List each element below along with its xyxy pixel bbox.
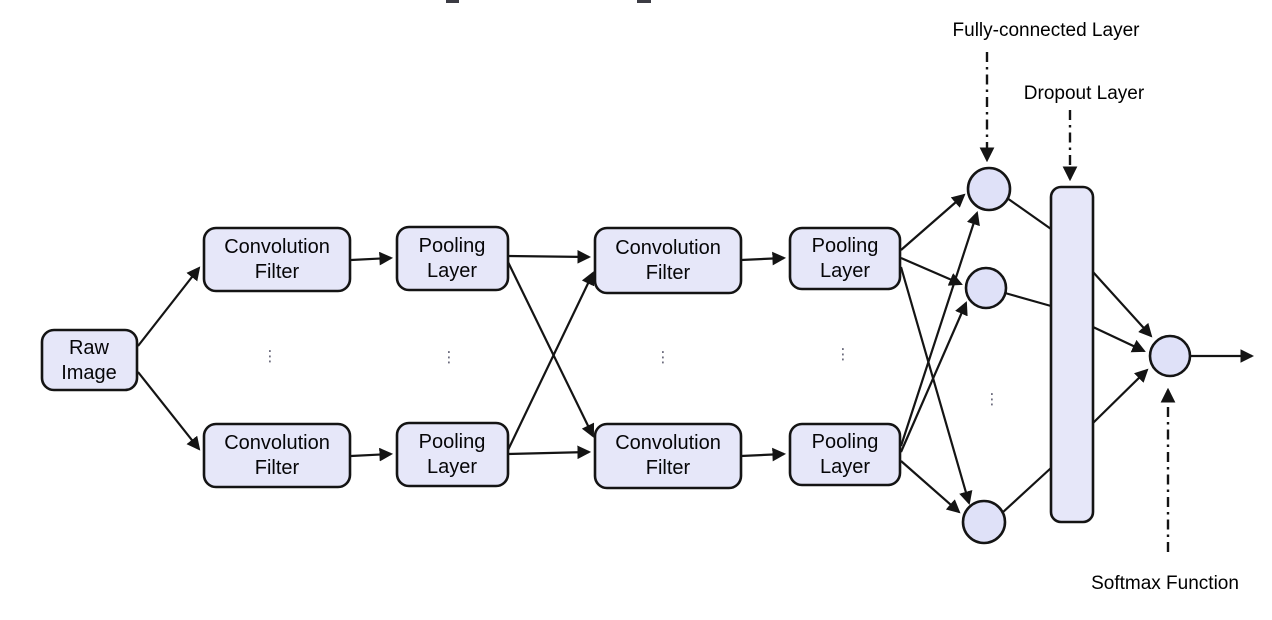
convolution-filter-box [202,422,352,489]
convolution-filter-label-line1: Convolution [615,432,721,454]
convolution-filter-label-line2: Filter [646,262,691,284]
pooling-layer-box [395,225,510,292]
vertical-ellipsis: ⋮ [985,390,1000,408]
pooling-layer-node-bottom1: Pooling Layer [395,421,510,488]
arrow-dropout-to-output-3 [1092,368,1149,424]
arrow-dropout-to-output-2 [1092,326,1146,353]
convolution-filter-label-line2: Filter [255,261,300,283]
pooling-layer-label-line2: Layer [427,260,477,282]
raw-image-box [40,328,139,392]
pooling-layer-node-bottom2: Pooling Layer [788,422,902,487]
pooling-layer-label-line2: Layer [427,456,477,478]
pooling-layer-label-line1: Pooling [812,235,879,257]
convolution-filter-label-line2: Filter [255,457,300,479]
vertical-ellipsis: ⋮ [442,348,457,366]
pooling-layer-node-top2: Pooling Layer [788,226,902,291]
vertical-ellipsis: ⋮ [656,348,671,366]
annotation-dropout-layer: Dropout Layer [1024,83,1145,104]
convolution-filter-node-bottom1: Convolution Filter [202,422,352,489]
convolution-filter-label-line1: Convolution [224,432,330,454]
arrow-pool2top-to-neuron1 [900,193,966,251]
convolution-filter-label-line1: Convolution [615,237,721,259]
arrow-pool1bottom-to-conv2top [507,271,595,451]
arrow-raw-to-conv1-top [137,266,201,347]
pooling-layer-node-top1: Pooling Layer [395,225,510,292]
convolution-filter-box [202,226,352,293]
arrow-conv1-to-pool1-bottom [350,447,394,462]
vertical-ellipsis: ⋮ [263,347,278,365]
raw-image-node: Raw Image [40,328,139,392]
convolution-filter-node-bottom2: Convolution Filter [593,422,743,490]
convolution-filter-node-top2: Convolution Filter [593,226,743,295]
fc-neuron-circle-3 [961,499,1007,545]
raw-image-label-line2: Image [61,362,117,384]
raw-image-label-line1: Raw [69,337,110,359]
line-neuron2-to-dropout [1004,291,1052,308]
arrow-pool1top-to-conv2top [507,250,592,264]
pooling-layer-box [788,226,902,291]
vertical-ellipsis: ⋮ [836,345,851,363]
dropout-layer-rect [1049,185,1095,524]
arrow-conv1-to-pool1-top [350,251,394,266]
pooling-layer-label-line1: Pooling [812,431,879,453]
convolution-filter-node-top1: Convolution Filter [202,226,352,293]
line-neuron3-to-dropout [1001,467,1052,514]
annotation-softmax-function: Softmax Function [1091,573,1239,594]
pooling-layer-label-line1: Pooling [419,235,486,257]
output-neuron-circle [1148,334,1192,378]
cropped-caption-fragment [446,0,459,3]
convolution-filter-label-line1: Convolution [224,236,330,258]
arrow-pool1bottom-to-conv2bottom [507,445,592,460]
arrow-pool2bottom-to-neuron1 [899,211,980,447]
convolution-filter-label-line2: Filter [646,457,691,479]
pooling-layer-box [395,421,510,488]
arrow-conv2-to-pool2-top [740,251,787,266]
convolution-filter-box [593,226,743,295]
arrow-dropout-to-output-1 [1092,271,1153,338]
pooling-layer-label-line1: Pooling [419,431,486,453]
pooling-layer-box [788,422,902,487]
convolution-filter-box [593,422,743,490]
arrow-pool2bottom-to-neuron3 [900,460,961,514]
arrow-pool2bottom-to-neuron2 [899,301,968,453]
line-neuron1-to-dropout [1006,197,1052,230]
fc-neuron-circle-1 [966,166,1012,212]
pooling-layer-label-line2: Layer [820,260,870,282]
cropped-caption-fragment [637,0,651,3]
arrow-pool1top-to-conv2bottom [507,261,595,438]
arrow-pool2top-to-neuron3 [899,266,973,505]
annotation-fully-connected-layer: Fully-connected Layer [953,20,1141,41]
fc-neuron-circle-2 [964,266,1008,310]
arrow-conv2-to-pool2-bottom [740,447,787,462]
pooling-layer-label-line2: Layer [820,456,870,478]
arrow-raw-to-conv1-bottom [137,371,201,451]
arrow-pool2top-to-neuron2 [900,256,963,286]
